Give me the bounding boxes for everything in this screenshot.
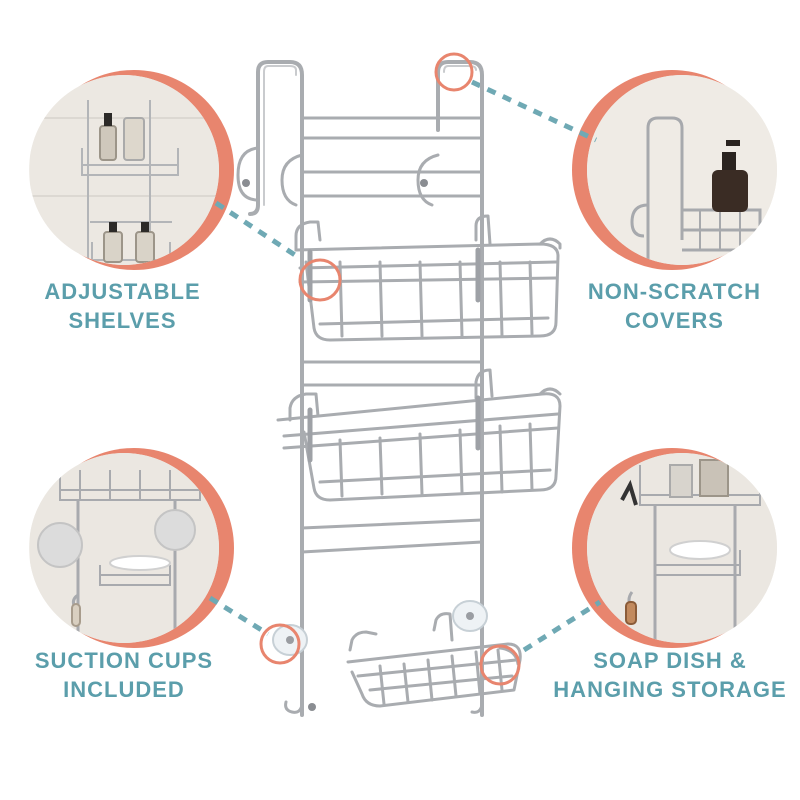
dashed-connector-suction [208,595,270,637]
feature-label-soap-dish: SOAP DISH & HANGING STORAGE [540,646,800,704]
highlight-ring-soapdish [479,644,521,686]
highlight-ring-suction [259,623,301,665]
feature-label-non-scratch-covers: NON-SCRATCH COVERS [572,277,777,335]
soap-dish [346,612,522,708]
feature-label-suction-cups: SUCTION CUPS INCLUDED [14,646,234,704]
upper-basket [294,214,562,342]
feature-label-line: COVERS [625,308,724,333]
feature-label-line: NON-SCRATCH [587,279,762,304]
dashed-connector-nonscratch [470,79,598,143]
feature-label-line: INCLUDED [63,677,185,702]
detail-photo-adjustable [29,70,234,270]
detail-photo-nonscratch [572,70,777,270]
feature-label-line: SHELVES [68,308,177,333]
detail-photo-soapdish [572,448,777,648]
highlight-ring-cover [434,52,474,92]
middle-basket [276,368,562,502]
detail-photo-suction [29,448,234,648]
feature-label-line: ADJUSTABLE [44,279,201,304]
feature-label-line: SUCTION CUPS [34,648,214,673]
product-caddy-illustration [236,60,562,717]
feature-label-line: SOAP DISH & [593,648,747,673]
highlight-ring-shelf [298,258,342,302]
dashed-connector-soapdish [522,599,602,653]
feature-label-adjustable-shelves: ADJUSTABLE SHELVES [20,277,225,335]
feature-label-line: HANGING STORAGE [553,677,787,702]
